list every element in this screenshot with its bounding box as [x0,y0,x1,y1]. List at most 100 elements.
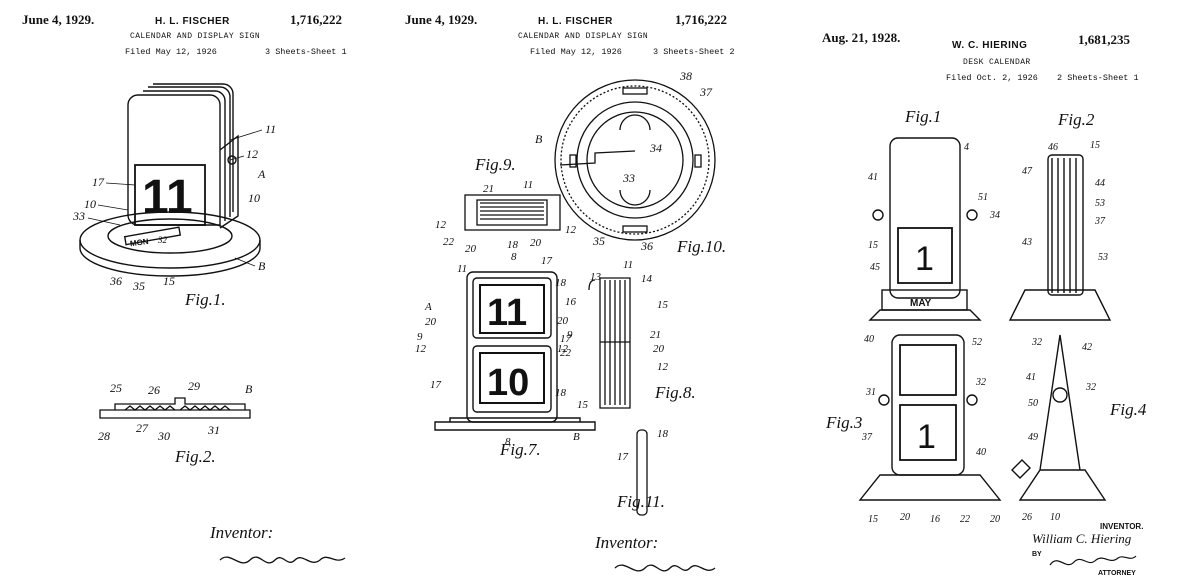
svg-text:9: 9 [417,331,423,343]
patent-number: 1,716,222 [675,12,727,27]
sheet-number: 3 Sheets-Sheet 2 [653,47,735,57]
svg-text:12: 12 [435,219,447,231]
svg-text:12: 12 [557,343,569,355]
svg-text:18: 18 [555,387,567,399]
svg-text:B: B [258,259,266,273]
fig2-label: Fig.2. [174,447,216,466]
svg-text:17: 17 [430,379,442,391]
svg-text:31: 31 [865,387,876,398]
svg-text:20: 20 [990,514,1000,525]
svg-text:35: 35 [592,234,605,248]
fig3-label: Fig.3 [825,413,862,432]
inventor-signature [219,556,346,564]
svg-text:20: 20 [465,243,477,255]
fig1-tab-number: 32 [157,235,168,245]
patent-date: June 4, 1929. [405,12,478,27]
svg-text:15: 15 [868,240,878,251]
inventor-caption: INVENTOR. [1100,522,1143,531]
patent-sheet-3: Aug. 21, 1928. W. C. HIERING 1,681,235 D… [800,0,1200,582]
svg-text:32: 32 [1031,337,1042,348]
patent-sheet-2: June 4, 1929. H. L. FISCHER 1,716,222 CA… [395,0,800,582]
filed-date: Filed Oct. 2, 1926 [946,73,1038,83]
svg-text:30: 30 [157,429,170,443]
svg-text:20: 20 [530,237,542,249]
svg-text:15: 15 [657,299,669,311]
inventor-name: W. C. HIERING [952,40,1028,51]
svg-text:32: 32 [1085,382,1096,393]
fig1-month-tab: MON [129,237,149,249]
svg-text:A: A [424,301,432,313]
fig8-label: Fig.8. [654,383,696,402]
fig1-drawing: 11 MON 32 11 12 A 10 17 10 33 B 36 35 15… [72,83,346,564]
svg-text:52: 52 [972,337,982,348]
svg-text:11: 11 [623,259,633,271]
fig1-day-number: 1 [915,240,934,278]
svg-text:37: 37 [861,432,873,443]
svg-text:16: 16 [565,296,577,308]
svg-text:29: 29 [188,379,200,393]
fig3-day-number: 1 [917,418,936,456]
svg-text:18: 18 [555,277,567,289]
svg-text:4: 4 [964,142,969,153]
svg-text:21: 21 [483,183,494,195]
svg-text:14: 14 [641,273,653,285]
inventor-caption: Inventor: [209,523,273,542]
svg-text:40: 40 [864,334,874,345]
desk-calendar-drawing: 1 MAY Fig.1 Fig.2 1 Fig.3 Fig.4 [825,107,1147,577]
svg-text:43: 43 [1022,237,1032,248]
svg-text:20: 20 [653,343,665,355]
svg-text:A: A [257,167,266,181]
attorney-label: ATTORNEY [1098,570,1136,577]
svg-text:50: 50 [1028,398,1038,409]
svg-text:12: 12 [565,224,577,236]
inventor-name: H. L. FISCHER [538,16,613,27]
svg-text:9: 9 [567,329,573,341]
svg-text:25: 25 [110,381,122,395]
svg-text:33: 33 [72,209,85,223]
svg-text:36: 36 [640,239,653,253]
svg-text:12: 12 [415,343,427,355]
patent-title: DESK CALENDAR [963,58,1031,67]
svg-text:18: 18 [657,428,669,440]
filed-date: Filed May 12, 1926 [530,47,622,57]
svg-text:11: 11 [523,179,533,191]
patent-number: 1,716,222 [290,12,342,27]
patent-number: 1,681,235 [1078,32,1130,47]
svg-text:49: 49 [1028,432,1038,443]
svg-text:51: 51 [978,192,988,203]
svg-text:11: 11 [265,122,276,136]
by-label: BY [1032,551,1042,558]
fig10-label: Fig.10. [676,237,726,256]
svg-text:41: 41 [1026,372,1036,383]
svg-text:B: B [245,382,253,396]
svg-text:18: 18 [507,239,519,251]
svg-text:11: 11 [457,263,467,275]
svg-text:34: 34 [989,210,1000,221]
svg-text:28: 28 [98,429,110,443]
filed-date: Filed May 12, 1926 [125,47,217,57]
svg-text:44: 44 [1095,178,1105,189]
svg-text:20: 20 [900,512,910,523]
inventor-signature [614,564,716,572]
fig1-label: Fig.1 [904,107,941,126]
svg-text:10: 10 [248,191,260,205]
patent-sheet-1: June 4, 1929. H. L. FISCHER 1,716,222 CA… [0,0,395,582]
svg-text:17: 17 [541,255,553,267]
svg-text:12: 12 [657,361,669,373]
svg-text:53: 53 [1098,252,1108,263]
patent-title: CALENDAR AND DISPLAY SIGN [130,32,261,41]
svg-text:31: 31 [207,423,220,437]
svg-text:15: 15 [577,399,589,411]
svg-text:37: 37 [1094,216,1106,227]
fig2-label: Fig.2 [1057,110,1095,129]
fig9-label: Fig.9. [474,155,516,174]
svg-text:46: 46 [1048,142,1058,153]
svg-text:B: B [535,132,543,146]
svg-text:27: 27 [136,421,149,435]
svg-text:12: 12 [246,147,258,161]
svg-text:36: 36 [109,274,122,288]
svg-text:37: 37 [699,85,713,99]
svg-text:17: 17 [92,175,105,189]
svg-text:41: 41 [868,172,878,183]
